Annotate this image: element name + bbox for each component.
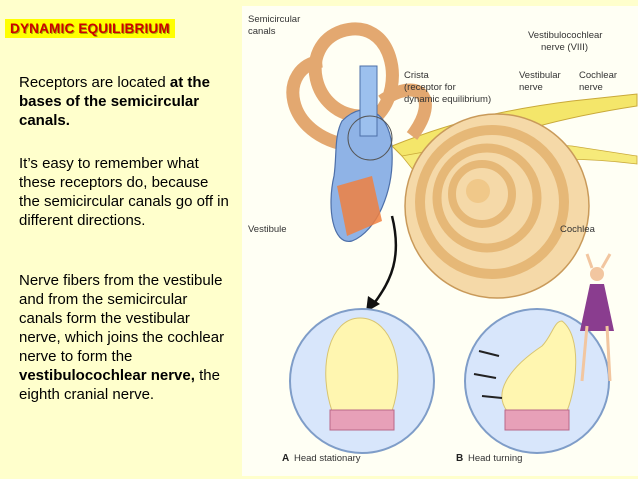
panel-head-turning — [464, 308, 610, 454]
crista-highlight — [347, 115, 393, 161]
cochlea-shape — [404, 113, 590, 299]
label-vestibulocochlear-1: Vestibulocochlear — [528, 30, 602, 41]
skater-icon — [580, 253, 614, 382]
caption-b-letter: B — [456, 453, 463, 464]
caption-b: Head turning — [468, 453, 522, 464]
paragraph-receptors: Receptors are located at the bases of th… — [19, 73, 233, 130]
label-cochlear-2: nerve — [579, 82, 603, 93]
paragraph-remember: It’s easy to remember what these recepto… — [19, 155, 229, 229]
paragraph-nerve-fibers: Nerve fibers from the vestibule and from… — [19, 271, 233, 404]
label-vestibule: Vestibule — [248, 224, 287, 235]
inner-ear-illustration: Semicircular canals Vestibulocochlear ne… — [248, 14, 638, 464]
caption-a-letter: A — [282, 453, 289, 464]
semicircular-canals-shape — [286, 22, 432, 153]
label-vestibular-1: Vestibular — [519, 70, 561, 81]
label-vestibular-2: nerve — [519, 82, 543, 93]
label-cochlea: Cochlea — [560, 224, 596, 235]
label-cochlear-1: Cochlear — [579, 70, 617, 81]
inner-ear-figure: Semicircular canals Vestibulocochlear ne… — [242, 6, 638, 476]
pointer-arrowhead — [366, 296, 380, 312]
ampulla-shape — [359, 65, 378, 137]
pointer-arrow — [371, 215, 398, 307]
label-crista-2: (receptor for — [404, 82, 456, 93]
paragraph-receptors-text: Receptors are located — [19, 74, 170, 91]
label-crista-1: Crista — [404, 70, 430, 81]
label-semicircular-2: canals — [248, 26, 276, 37]
paragraph-nerve-post: the eighth cranial nerve. — [19, 367, 220, 403]
label-vestibulocochlear-2: nerve (VIII) — [541, 42, 588, 53]
panel-head-stationary — [289, 308, 435, 454]
paragraph-nerve-bold: vestibulocochlear nerve, — [19, 367, 195, 384]
paragraph-receptors-bold: at the bases of the semicircular canals. — [19, 74, 210, 129]
caption-a: Head stationary — [294, 453, 361, 464]
label-crista-3: dynamic equilibrium) — [404, 94, 491, 105]
vestibule-receptor-patch — [337, 176, 382, 236]
label-semicircular-1: Semicircular — [248, 14, 300, 25]
paragraph-nerve-text: Nerve fibers from the vestibule and from… — [19, 272, 225, 365]
slide-title: DYNAMIC EQUILIBRIUM — [5, 19, 175, 38]
